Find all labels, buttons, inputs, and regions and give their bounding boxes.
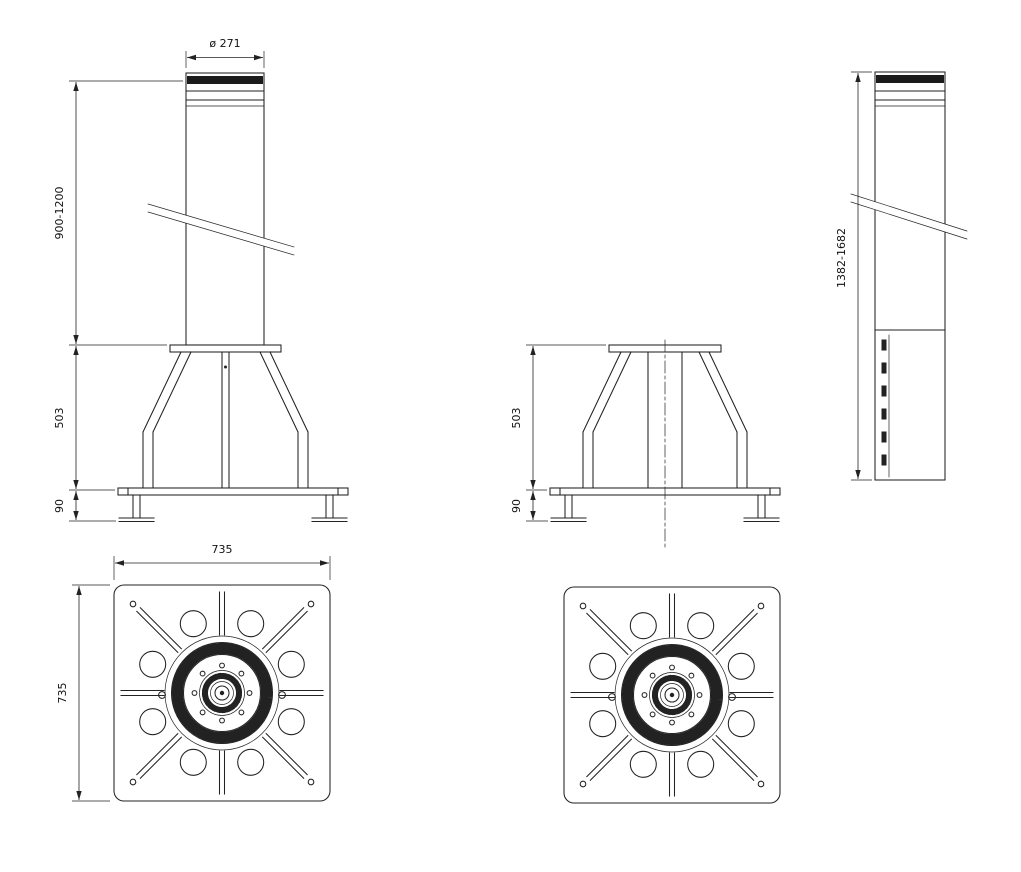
break-mask (148, 204, 294, 255)
dim-label-foot-height: 90 (53, 499, 66, 513)
side-view-dimensions: 1382-1682 (835, 71, 872, 481)
break-line (850, 193, 968, 232)
pit-view (549, 339, 781, 549)
break-line (147, 211, 295, 256)
bollard-body (185, 72, 265, 346)
base-plate (117, 487, 349, 496)
anchor-feet (118, 494, 348, 523)
break-line (147, 203, 295, 248)
ground-flange (169, 344, 282, 353)
dim-label-plate-depth: 735 (56, 683, 69, 704)
break-mask (851, 194, 967, 239)
dim-label-height: 900-1200 (53, 187, 66, 240)
side-view (850, 71, 968, 481)
dim-label-foot-height: 90 (510, 499, 523, 513)
front-view (117, 72, 349, 523)
break-line (850, 201, 968, 240)
dim-label-plate-width: 735 (212, 543, 233, 556)
pit-view-dimensions: 503 90 (510, 344, 606, 522)
anchor-feet (550, 494, 780, 523)
dim-label-base-depth: 503 (53, 408, 66, 429)
base-plate-plan-left (114, 585, 330, 801)
dim-label-diameter: ø 271 (209, 37, 240, 50)
plan-view-dimensions: 735 735 (56, 543, 331, 802)
center-mark (224, 365, 227, 369)
dim-label-total-height: 1382-1682 (835, 228, 848, 288)
dim-label-base-depth: 503 (510, 408, 523, 429)
bollard-cap (876, 75, 944, 83)
front-view-dimensions: ø 271 900-1200 503 90 (53, 37, 265, 522)
gusset-plates (142, 351, 309, 489)
gusset-plates (582, 351, 748, 489)
bollard-cap (187, 76, 263, 84)
base-plate-plan-right (564, 587, 780, 803)
unit-body (874, 71, 946, 481)
